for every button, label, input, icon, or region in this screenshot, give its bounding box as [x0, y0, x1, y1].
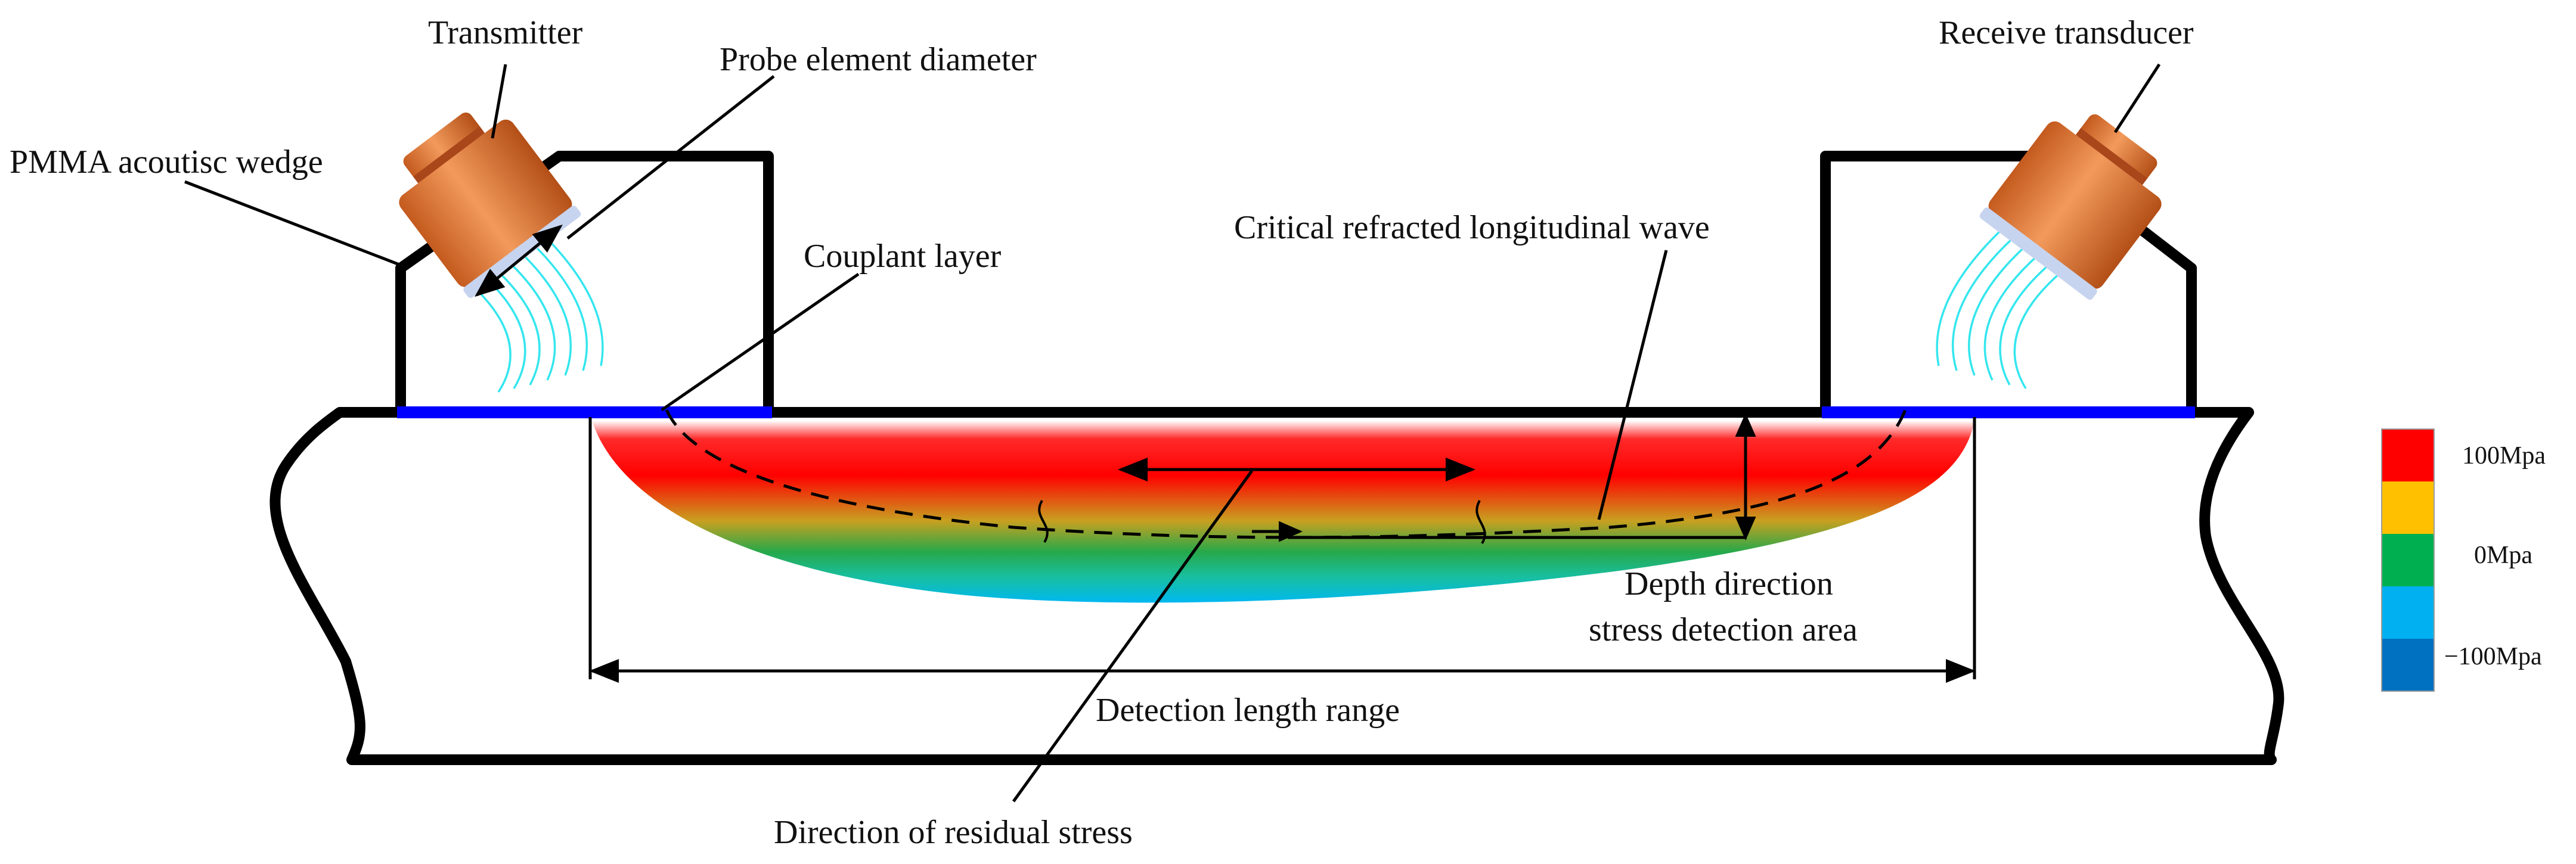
leader-residual-stress	[1012, 470, 1254, 803]
leader-couplant	[661, 272, 860, 412]
wavelet-left	[1038, 499, 1049, 543]
probe-diameter-arrow	[475, 224, 563, 297]
left-pmma-wedge	[395, 151, 774, 412]
scale-swatch-lightblue	[2382, 586, 2434, 639]
leader-receive-transducer	[2113, 63, 2161, 133]
right-couplant-layer	[1822, 406, 2195, 418]
left-couplant-layer	[397, 406, 772, 418]
scale-label-min: −100Mpa	[2444, 643, 2542, 670]
leader-transmitter	[491, 64, 507, 139]
scale-label-zero: 0Mpa	[2474, 542, 2532, 569]
leader-critical-wave	[1597, 250, 1668, 520]
stress-distribution-region	[592, 421, 1974, 603]
label-receive-transducer: Receive transducer	[1939, 14, 2194, 51]
workpiece-body	[269, 407, 2284, 765]
receiver-wave-arcs	[1936, 219, 2076, 389]
label-depth-area-line1: Depth direction	[1625, 565, 1833, 602]
scale-swatch-blue	[2382, 639, 2434, 691]
label-residual-stress: Direction of residual stress	[774, 814, 1133, 851]
leader-probe-diameter	[566, 75, 775, 240]
scale-border	[2381, 428, 2435, 692]
scale-swatch-green	[2382, 534, 2434, 586]
scale-swatch-red	[2382, 429, 2434, 481]
leader-pmma-wedge	[184, 180, 406, 269]
label-pmma-wedge: PMMA acoutisc wedge	[10, 144, 323, 181]
receiver-probe	[1979, 114, 2162, 300]
label-detection-length: Detection length range	[1096, 692, 1400, 729]
scale-label-max: 100Mpa	[2462, 442, 2546, 470]
stress-color-scale: 100Mpa 0Mpa −100Mpa	[2381, 428, 2546, 692]
scale-swatch-yellow	[2382, 481, 2434, 534]
label-depth-area-line2: stress detection area	[1589, 611, 1858, 648]
label-probe-element-diameter: Probe element diameter	[720, 41, 1037, 78]
label-couplant-layer: Couplant layer	[804, 238, 1002, 275]
label-critical-wave: Critical refracted longitudinal wave	[1234, 209, 1710, 246]
label-transmitter: Transmitter	[428, 14, 583, 51]
